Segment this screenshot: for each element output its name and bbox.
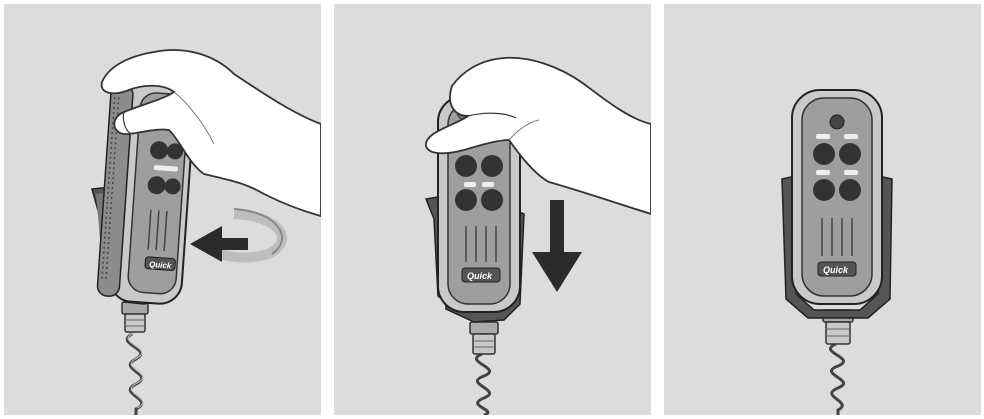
down-arrow (532, 200, 582, 292)
step-2-panel: Quick (334, 4, 651, 415)
step-1-panel: Quick (4, 4, 321, 415)
quick-logo: Quick (823, 265, 849, 275)
step-3-panel: Quick (664, 4, 981, 415)
step-1-illustration: Quick (4, 4, 321, 415)
quick-logo: Quick (149, 260, 172, 271)
quick-logo: Quick (467, 271, 493, 281)
step-3-illustration: Quick (664, 4, 981, 415)
coiled-cable (476, 354, 489, 415)
step-2-illustration: Quick (334, 4, 651, 415)
cable-gland (122, 302, 148, 332)
coiled-cable (127, 333, 143, 415)
cable-gland (470, 322, 498, 354)
coiled-cable (830, 344, 843, 415)
curved-left-arrow (190, 209, 282, 262)
remote-control: Quick (792, 90, 882, 304)
